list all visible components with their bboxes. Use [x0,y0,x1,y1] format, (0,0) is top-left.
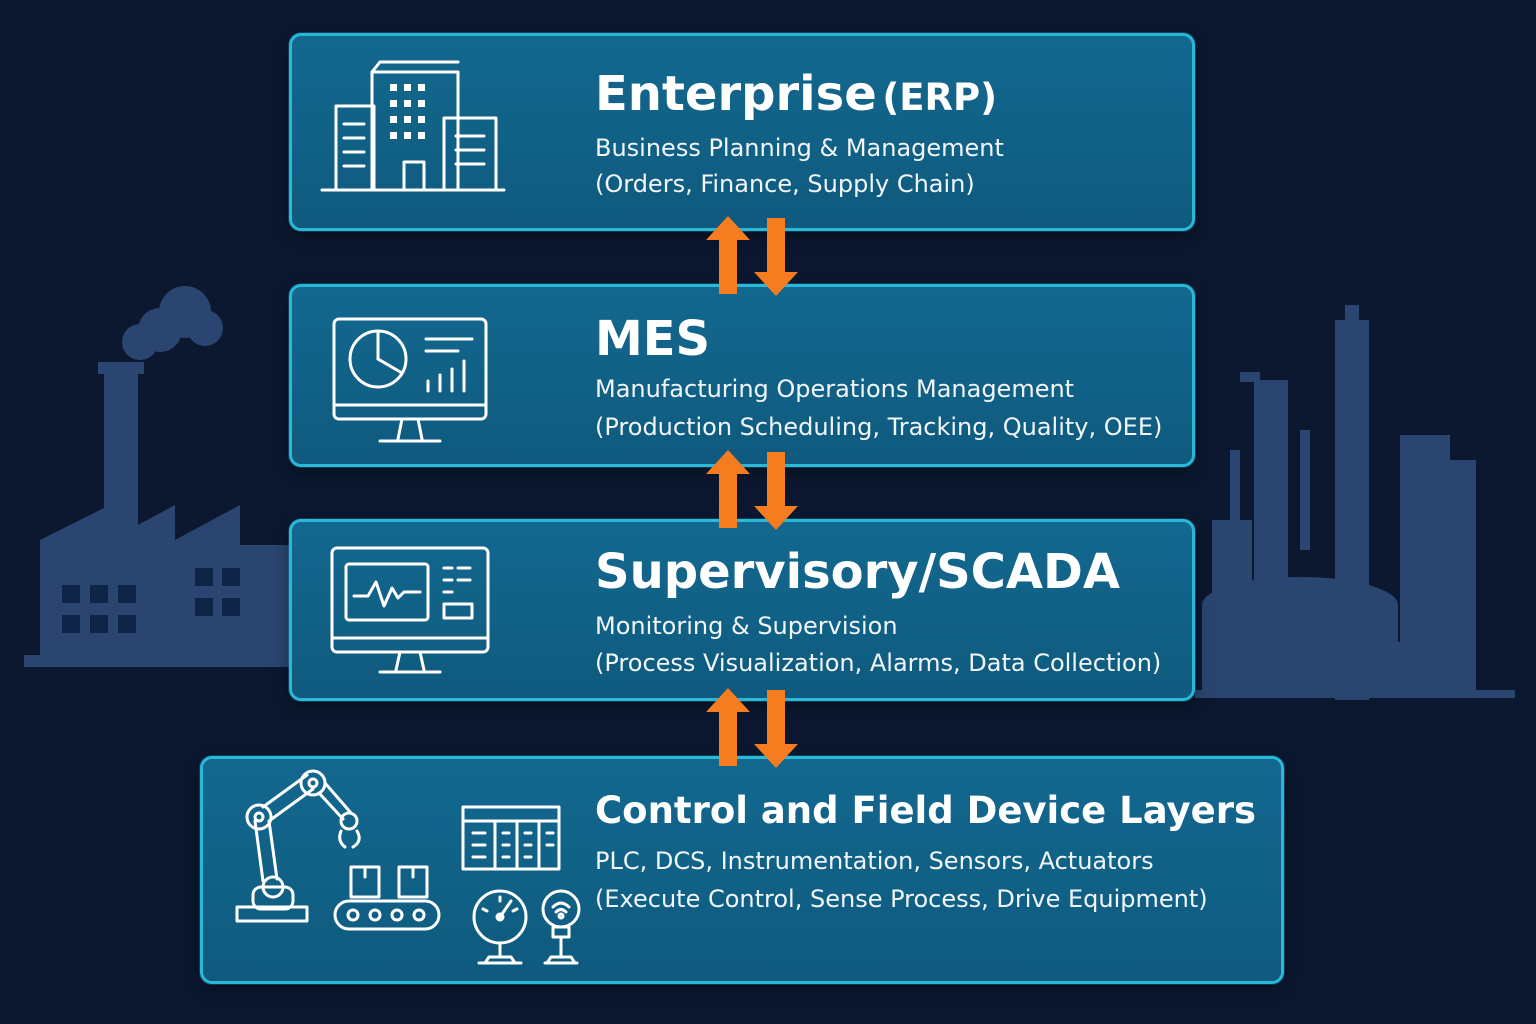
layer-mes-box: MES Manufacturing Operations Management … [289,284,1195,467]
bidirectional-arrow-erp-mes [706,216,798,296]
dashboard-monitor-icon [330,315,490,450]
layer-description: Manufacturing Operations Management [595,375,1075,403]
layer-examples: (Orders, Finance, Supply Chain) [595,170,975,198]
factory-silhouette-icon [24,286,304,667]
layer-examples: (Process Visualization, Alarms, Data Col… [595,649,1162,677]
up-arrow-icon [706,216,750,294]
conveyor-icon [331,861,443,941]
layer-title: MES [595,311,711,367]
office-building-icon [320,58,510,198]
layer-title: Enterprise (ERP) [595,66,997,122]
layer-description: Monitoring & Supervision [595,612,898,640]
layer-examples: (Execute Control, Sense Process, Drive E… [595,885,1208,913]
down-arrow-icon [754,452,798,530]
down-arrow-icon [754,218,798,296]
layer-title-suffix: (ERP) [882,76,998,119]
refinery-silhouette-icon [1195,305,1515,700]
layer-examples: (Production Scheduling, Tracking, Qualit… [595,413,1163,441]
down-arrow-icon [754,690,798,768]
layer-title: Supervisory/SCADA [595,544,1121,600]
up-arrow-icon [706,450,750,528]
plc-rack-icon [459,803,563,873]
up-arrow-icon [706,688,750,766]
layer-description: Business Planning & Management [595,134,1004,162]
layer-description: PLC, DCS, Instrumentation, Sensors, Actu… [595,847,1154,875]
pressure-gauge-icon [469,887,531,969]
layer-erp-box: Enterprise (ERP) Business Planning & Man… [289,33,1195,231]
layer-title-main: Enterprise [595,66,877,122]
bidirectional-arrow-scada-field [706,688,798,768]
robot-arm-icon [233,769,373,929]
trend-monitor-icon [328,544,493,679]
layer-field-box: Control and Field Device Layers PLC, DCS… [200,756,1284,984]
sensor-icon [537,887,585,971]
layer-scada-box: Supervisory/SCADA Monitoring & Supervisi… [289,519,1195,701]
layer-title: Control and Field Device Layers [595,789,1257,832]
bidirectional-arrow-mes-scada [706,450,798,530]
